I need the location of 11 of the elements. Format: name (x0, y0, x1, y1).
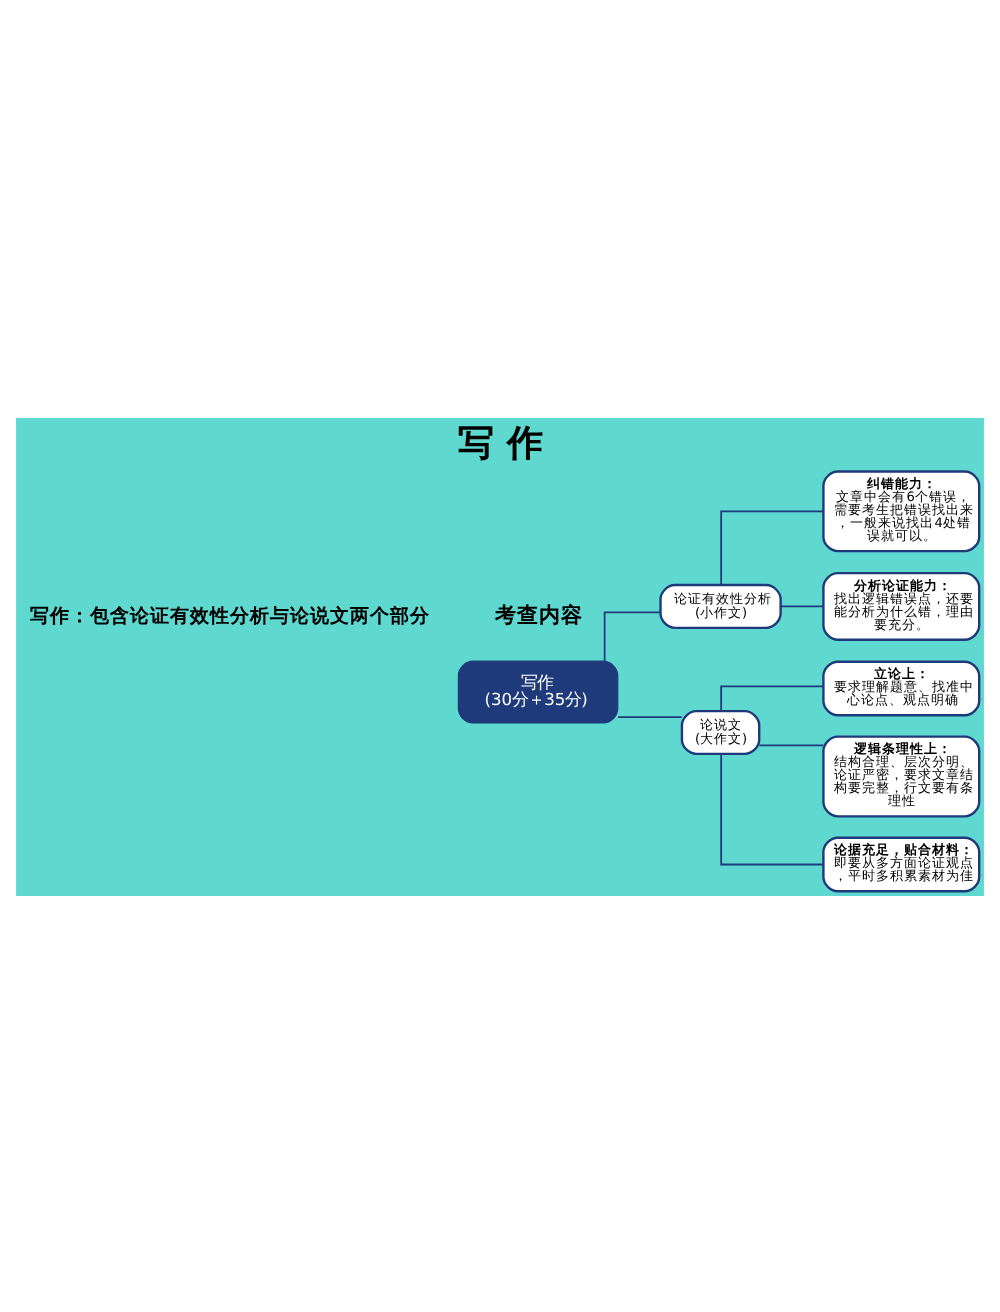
node-box: 写作 (30分＋35分) (457, 659, 619, 723)
connector (758, 743, 825, 746)
connector (720, 684, 825, 711)
diagram-title: 写 作 (458, 421, 543, 464)
connector (617, 715, 683, 717)
label: 写作：包含论证有效性分析与论说文两个部分 (30, 604, 431, 627)
connector (720, 752, 825, 865)
label: 考查内容 (494, 601, 583, 628)
connector (779, 604, 825, 607)
connector (720, 509, 825, 585)
connector (603, 610, 662, 661)
